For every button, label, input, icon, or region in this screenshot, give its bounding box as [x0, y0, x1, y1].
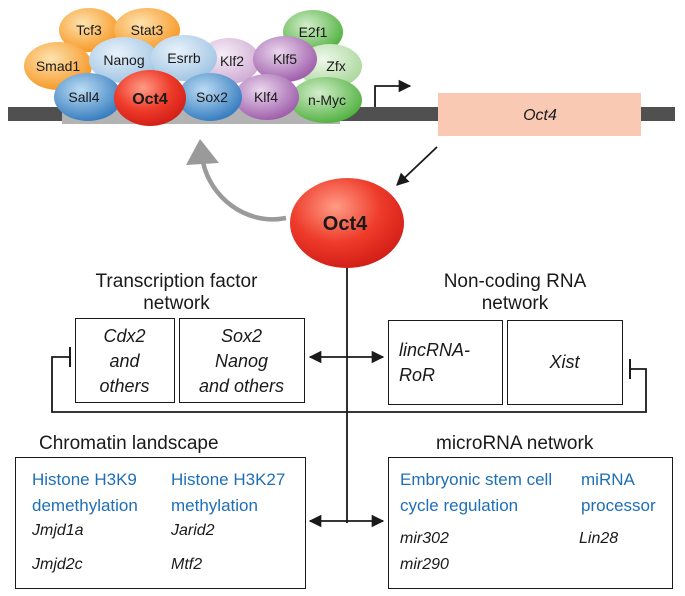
- chromatin-gene-jmjd1a: Jmjd1a: [32, 522, 84, 539]
- transcription-factor-cluster: Tcf3 Stat3 E2f1 Smad1 Nanog Esrrb Klf2 K…: [24, 8, 362, 126]
- chromatin-h3k9-heading: Histone H3K9 demethylation: [32, 470, 138, 515]
- inhibition-bracket: [51, 356, 647, 413]
- tf-box-sox2-text: Sox2 Nanog and others: [198, 326, 285, 396]
- center-oct4-label: Oct4: [323, 213, 368, 235]
- ncrna-box-xist: Xist: [507, 320, 623, 405]
- expression-arrow: [396, 146, 438, 186]
- tf-klf2-label: Klf2: [220, 53, 244, 69]
- ncrna-box-lincrna-text: lincRNA- RoR: [399, 340, 471, 385]
- microrna-gene-mir302: mir302: [400, 530, 449, 547]
- chromatin-gene-jarid2: Jarid2: [171, 522, 215, 539]
- feedback-arrowhead: [186, 139, 219, 165]
- tf-klf5-label: Klf5: [273, 51, 297, 67]
- tf-esrrb-blob: [151, 35, 217, 81]
- microrna-escc-heading: Embryonic stem cell cycle regulation: [400, 470, 553, 515]
- oct4-gene-box: [438, 93, 641, 136]
- tf-box-cdx2-text: Cdx2 and others: [99, 326, 150, 396]
- tf-klf5-blob: [253, 36, 317, 82]
- center-oct4-node: [290, 178, 404, 268]
- tf-klf4-blob: [235, 74, 299, 120]
- tf-zfx-label: Zfx: [326, 58, 345, 74]
- ncrna-network-title: Non-coding RNA network: [443, 271, 587, 314]
- tf-box-sox2: Sox2 Nanog and others: [179, 318, 305, 403]
- microrna-box: Embryonic stem cell cycle regulation miR…: [388, 457, 673, 589]
- tf-sall4-label: Sall4: [68, 89, 99, 105]
- tf-oct4-label: Oct4: [132, 91, 168, 108]
- transcription-start-arrow: [374, 79, 412, 107]
- chromatin-gene-mtf2: Mtf2: [171, 556, 203, 573]
- microrna-title: microRNA network: [436, 433, 594, 454]
- tf-box-cdx2: Cdx2 and others: [75, 318, 175, 403]
- tf-tcf3-label: Tcf3: [76, 22, 102, 38]
- tf-e2f1-label: E2f1: [299, 24, 328, 40]
- chromatin-gene-jmjd2c: Jmjd2c: [32, 556, 83, 573]
- chromatin-title: Chromatin landscape: [39, 433, 219, 454]
- tf-nmyc-label: n-Myc: [308, 92, 346, 108]
- tf-sox2-blob: [178, 73, 242, 121]
- tf-esrrb-label: Esrrb: [167, 50, 201, 66]
- feedback-arrow: [200, 161, 287, 222]
- ncrna-box-xist-text: Xist: [549, 352, 580, 372]
- gene-label: Oct4: [523, 107, 557, 124]
- microrna-gene-mir290: mir290: [400, 556, 449, 573]
- tf-klf4-label: Klf4: [254, 89, 278, 105]
- tf-oct4-blob: [114, 70, 186, 126]
- chromatin-h3k27-heading: Histone H3K27 methylation: [171, 470, 286, 515]
- tf-sall4-blob: [54, 73, 122, 121]
- tf-nmyc-blob: [290, 77, 362, 123]
- microrna-gene-lin28: Lin28: [579, 530, 619, 547]
- tf-sox2-label: Sox2: [196, 89, 228, 105]
- chromatin-box: Histone H3K9 demethylation Histone H3K27…: [15, 457, 306, 589]
- tf-smad1-label: Smad1: [36, 58, 81, 74]
- tf-stat3-label: Stat3: [131, 22, 164, 38]
- tf-nanog-label: Nanog: [103, 52, 144, 68]
- tf-network-title: Transcription factor network: [95, 271, 258, 314]
- tf-tcf3-blob: [59, 8, 119, 52]
- ncrna-box-lincrna: lincRNA- RoR: [388, 320, 503, 405]
- microrna-processor-heading: miRNA processor: [581, 470, 656, 515]
